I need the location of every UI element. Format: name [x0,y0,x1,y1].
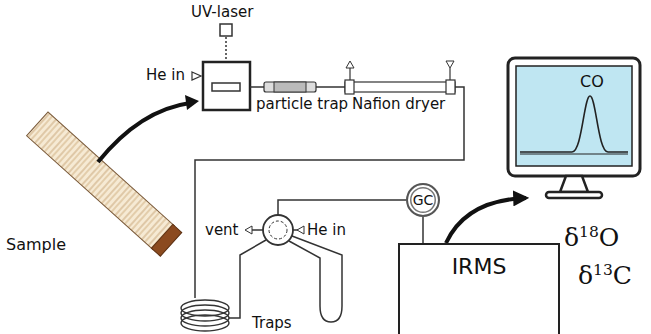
node-text: IRMS [452,254,507,279]
gc-circle: GC [406,183,440,217]
part-label: particle trap [256,96,348,113]
isotope-label: δ18O [564,224,619,252]
connector [422,217,424,243]
part-label: Sample [6,236,66,254]
part-label: He in [307,222,346,239]
part-label: Nafion dryer [352,96,445,113]
isotope-label: δ13C [578,262,632,290]
irms-box: IRMS [398,243,560,334]
part-label: Traps [252,315,292,332]
node-text: CO [580,72,604,91]
part-label: He in [146,67,185,84]
part-label: vent [205,222,239,239]
node-text: GC [413,192,434,208]
connector [446,198,526,243]
monitor-screen: CO [508,58,640,200]
part-label: UV-laser [191,4,253,21]
